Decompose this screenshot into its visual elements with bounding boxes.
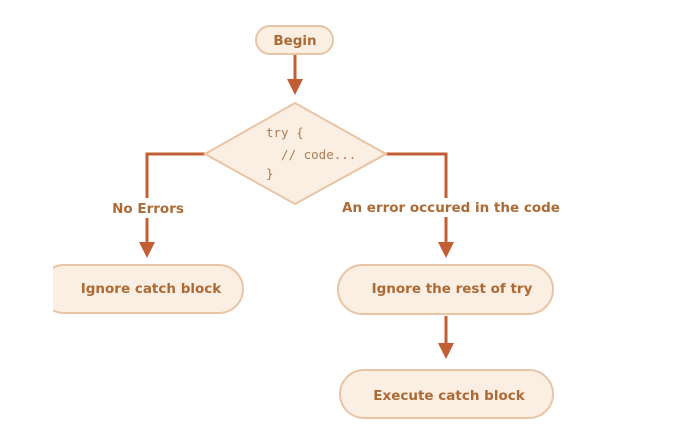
- execute-catch-label: Execute catch block: [373, 388, 525, 404]
- ignore-catch-label: Ignore catch block: [81, 281, 223, 297]
- code-line-3: }: [266, 166, 274, 181]
- begin-label: Begin: [273, 33, 316, 49]
- connector-error: [386, 152, 448, 198]
- code-line-2: // code...: [266, 147, 356, 162]
- connectors: [139, 55, 454, 359]
- arrowhead-ignore-catch: [139, 242, 155, 258]
- begin-shape: [255, 25, 334, 55]
- ignore-rest-shape: [337, 264, 554, 315]
- ignore-rest-node: Ignore the rest of try: [337, 264, 554, 315]
- left-clip-mask: [0, 255, 53, 325]
- ignore-catch-node: Ignore catch block: [0, 255, 244, 325]
- decision-node: try { // code... }: [202, 101, 389, 206]
- ignore-rest-label: Ignore the rest of try: [372, 281, 533, 297]
- begin-node: Begin: [255, 25, 334, 55]
- code-line-1: try {: [266, 125, 304, 140]
- arrowhead-ignore-rest: [438, 242, 454, 258]
- arrowhead-execute-catch: [438, 343, 454, 359]
- edge-label-error-occurred: An error occured in the code: [342, 200, 560, 216]
- execute-catch-shape: [339, 369, 554, 419]
- arrowhead-decision: [287, 79, 303, 95]
- decision-diamond: [202, 101, 389, 206]
- execute-catch-node: Execute catch block: [339, 369, 554, 419]
- connector-no-errors: [145, 152, 205, 198]
- edge-label-no-errors: No Errors: [112, 201, 184, 217]
